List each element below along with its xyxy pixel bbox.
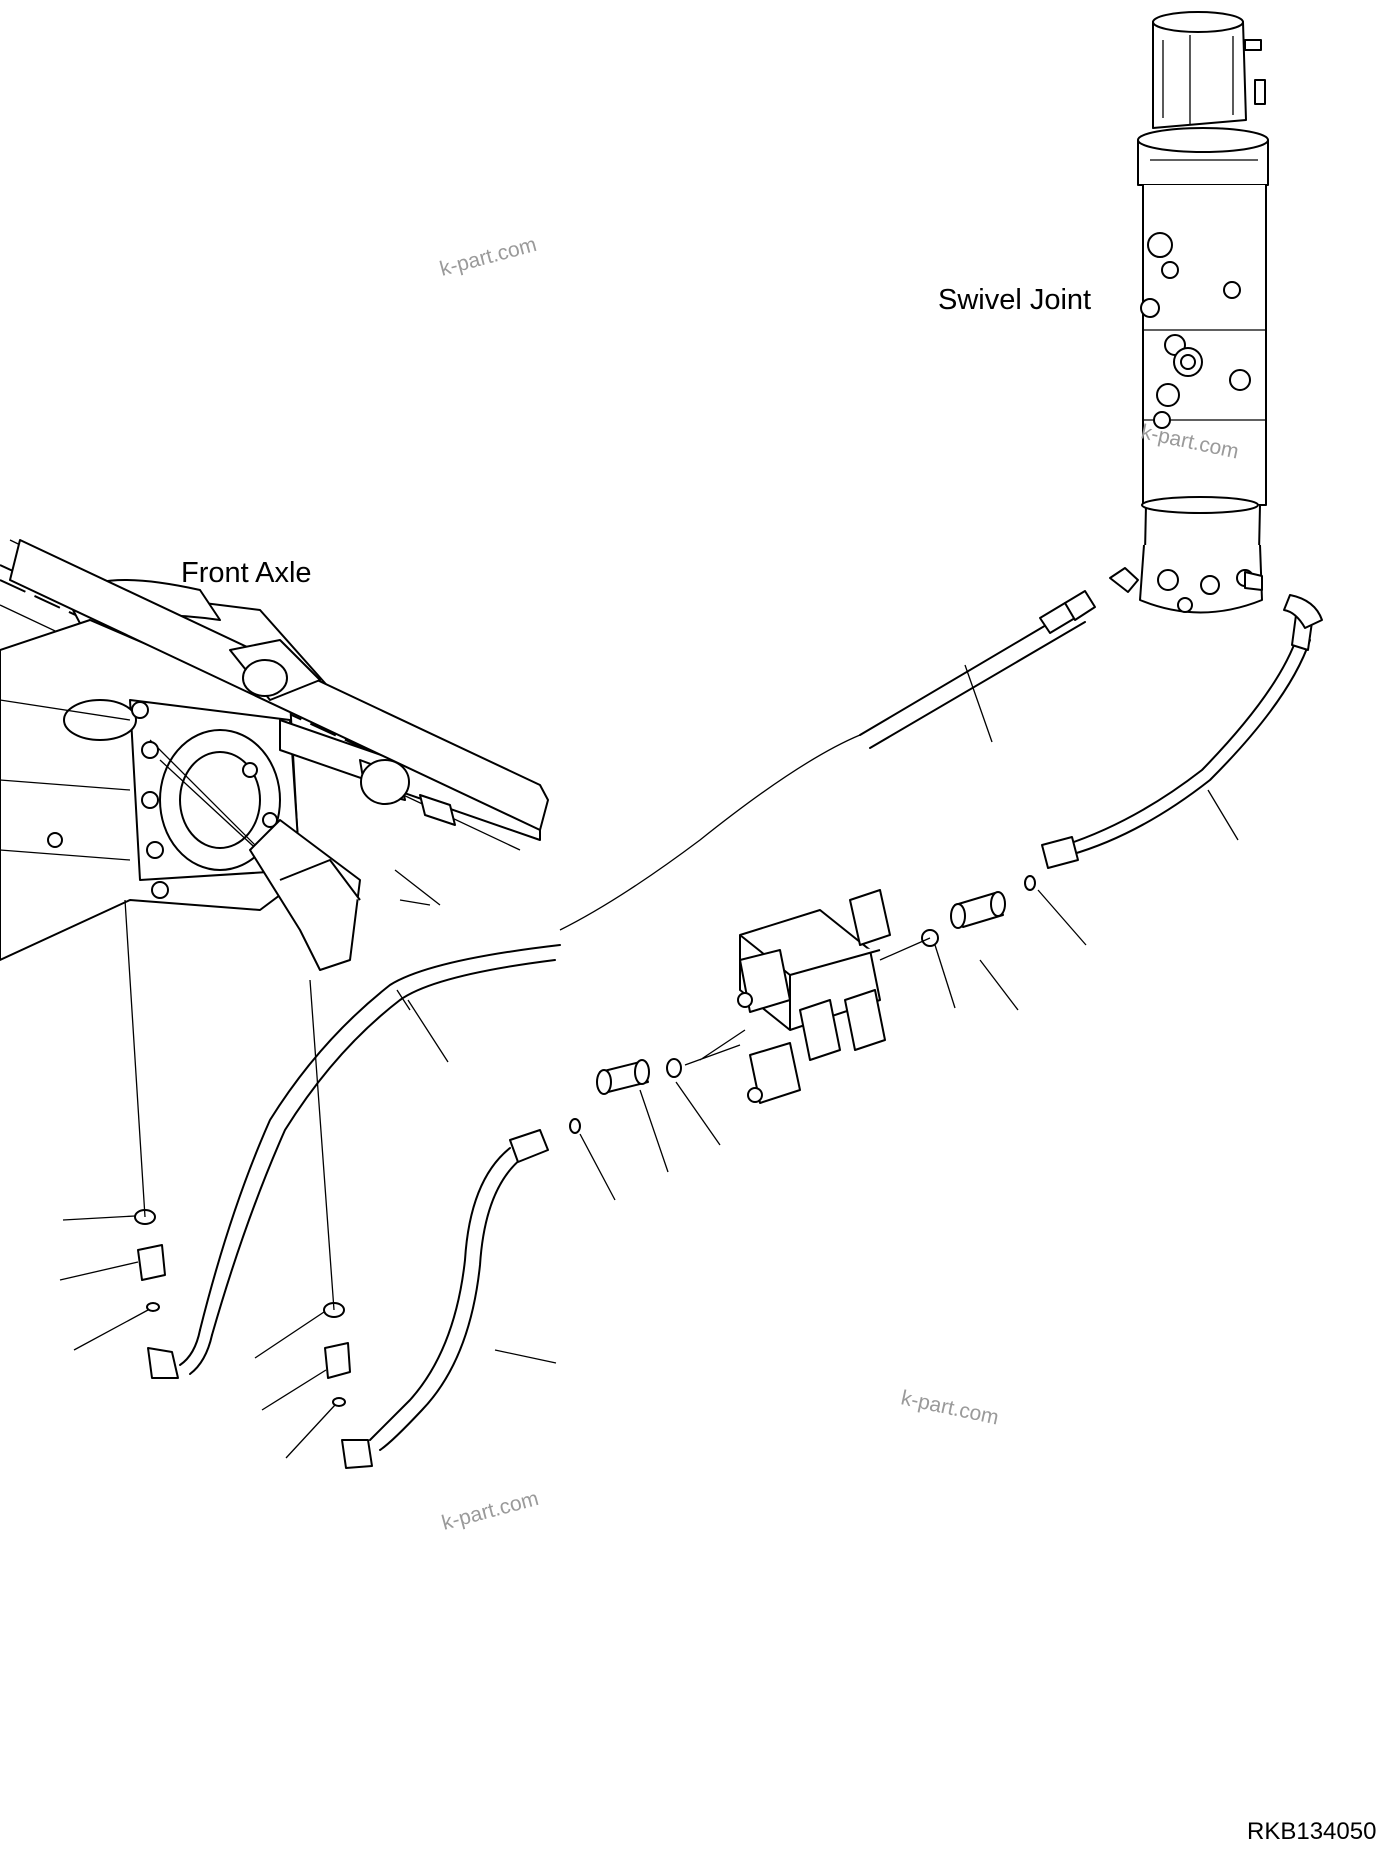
watermark: k-part.com bbox=[439, 1487, 541, 1535]
drawing-code: RKB134050 bbox=[1247, 1818, 1376, 1845]
callout-lines bbox=[59, 664, 1239, 1459]
watermark: k-part.com bbox=[437, 233, 539, 281]
fittings bbox=[124, 875, 1036, 1407]
front-axle-label: Front Axle bbox=[181, 557, 312, 589]
hose-to-swivel-upper bbox=[559, 590, 1096, 931]
swivel-joint bbox=[1109, 11, 1269, 614]
watermark: k-part.com bbox=[899, 1386, 1001, 1429]
hose-valve-to-axle bbox=[341, 1129, 549, 1469]
front-axle bbox=[0, 539, 549, 971]
hose-swivel-to-valve bbox=[1041, 594, 1323, 869]
swivel-joint-label: Swivel Joint bbox=[938, 284, 1091, 316]
hose-axle-to-upper bbox=[147, 944, 561, 1379]
valve-block bbox=[737, 889, 891, 1104]
